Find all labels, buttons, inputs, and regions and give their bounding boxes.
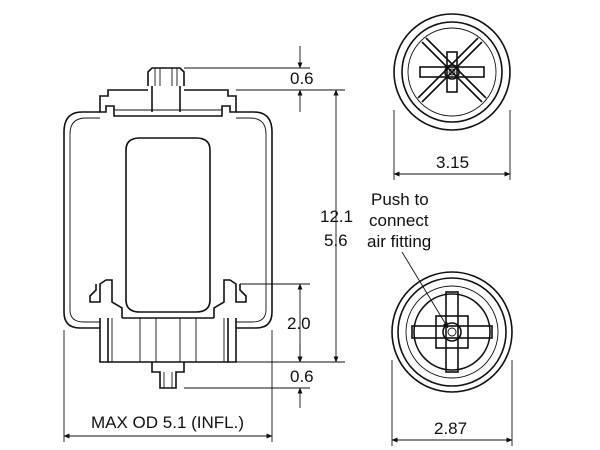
piston	[89, 279, 247, 363]
dim-bottom-offset-label: 0.6	[290, 367, 314, 386]
bellows	[63, 111, 273, 329]
side-view	[63, 67, 273, 389]
internal-bumper	[125, 137, 211, 313]
dim-bottom-mount-label: 2.0	[287, 314, 311, 333]
dimension-base-width: 2.87	[391, 360, 513, 446]
top-bead-plate	[99, 89, 237, 117]
air-fitting-callout: Push to connect air fitting	[367, 190, 449, 329]
callout-line-1: Push to	[371, 190, 429, 209]
dimension-bottom-mount: 2.0	[184, 283, 345, 363]
dim-max-od-label: MAX OD 5.1 (INFL.)	[91, 413, 244, 432]
top-stud	[147, 67, 185, 112]
dim-top-plate-width-label: 3.15	[436, 153, 469, 172]
dimension-overall-height: 12.1 5.6	[320, 89, 353, 363]
dim-height-min-label: 5.6	[324, 231, 348, 250]
dimension-bottom-offset: 0.6	[184, 344, 314, 408]
dim-base-width-label: 2.87	[434, 419, 467, 438]
dimension-top-plate-width: 3.15	[393, 110, 511, 180]
callout-line-2: connect	[369, 211, 429, 230]
dim-height-max-label: 12.1	[320, 207, 353, 226]
bottom-view	[391, 271, 513, 393]
top-view	[393, 13, 511, 131]
dim-top-offset-label: 0.6	[290, 69, 314, 88]
bottom-stud	[151, 318, 185, 389]
dimension-max-od: MAX OD 5.1 (INFL.)	[63, 330, 273, 442]
dimension-top-offset: 0.6	[184, 46, 345, 112]
callout-line-3: air fitting	[367, 232, 431, 251]
